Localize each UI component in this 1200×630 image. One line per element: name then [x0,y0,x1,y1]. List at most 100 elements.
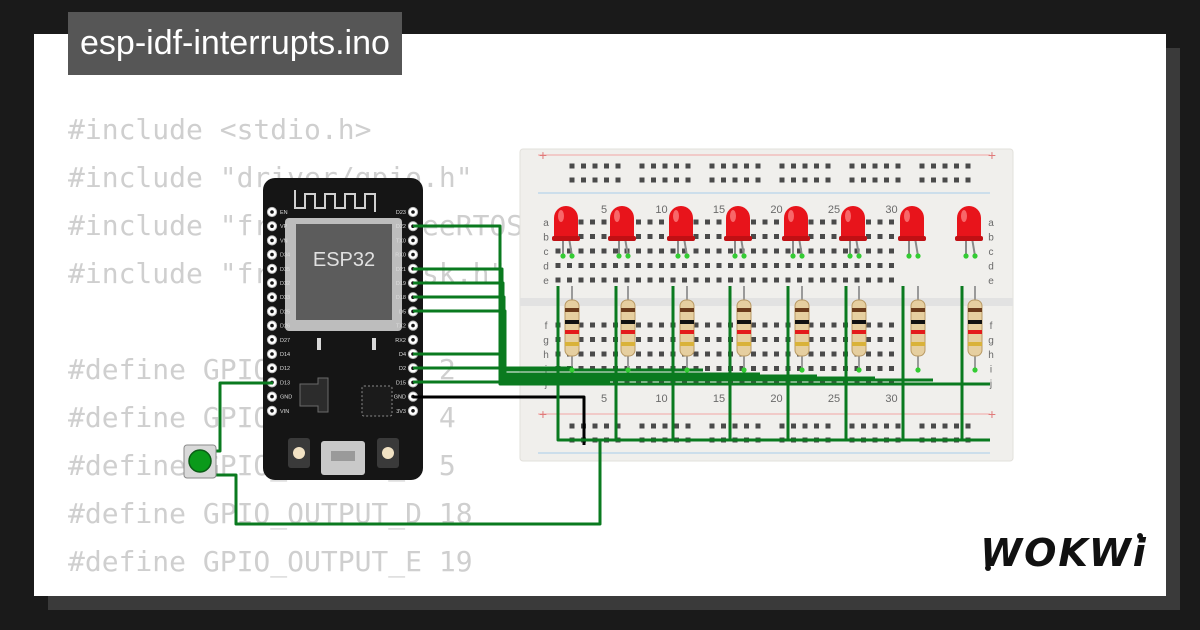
hole[interactable] [866,248,871,254]
rail-hole[interactable] [942,177,948,183]
hole[interactable] [659,351,664,357]
hole[interactable] [670,277,676,283]
hole[interactable] [590,248,595,254]
hole[interactable] [567,248,572,254]
hole[interactable] [601,322,607,328]
hole[interactable] [877,322,883,328]
hole[interactable] [716,219,722,225]
led[interactable] [726,206,750,240]
rail-hole[interactable] [931,163,936,169]
rail-hole[interactable] [685,177,691,183]
rail-hole[interactable] [592,177,598,183]
hole[interactable] [716,263,722,268]
hole[interactable] [578,263,584,268]
hole[interactable] [831,322,837,328]
hole[interactable] [762,234,768,239]
hole[interactable] [636,263,641,268]
hole[interactable] [889,219,894,225]
hole[interactable] [716,322,722,328]
hole[interactable] [578,351,584,357]
hole[interactable] [716,277,722,283]
rail-hole[interactable] [825,177,831,183]
hole[interactable] [601,219,607,225]
rail-hole[interactable] [791,163,796,169]
hole[interactable] [831,234,837,239]
hole[interactable] [716,351,722,357]
rail-hole[interactable] [662,423,668,429]
hole[interactable] [647,337,653,342]
button-cap[interactable] [188,449,212,473]
hole[interactable] [705,337,710,342]
hole[interactable] [774,366,779,371]
rail-hole[interactable] [651,177,656,183]
hole[interactable] [693,263,699,268]
rail-hole[interactable] [965,163,971,169]
resistors[interactable] [564,286,983,370]
rail-hole[interactable] [884,163,889,169]
rail-hole[interactable] [861,177,866,183]
rail-hole[interactable] [954,163,959,169]
hole[interactable] [877,219,883,225]
rail-hole[interactable] [779,423,785,429]
rail-hole[interactable] [919,423,925,429]
hole[interactable] [889,263,894,268]
hole[interactable] [877,277,883,283]
hole[interactable] [590,351,595,357]
hole[interactable] [797,248,802,254]
rail-hole[interactable] [721,177,726,183]
hole[interactable] [808,322,814,328]
hole[interactable] [889,277,894,283]
led[interactable] [841,206,865,240]
hole[interactable] [877,248,883,254]
esp32-board[interactable]: ESP32 ENVPVND34D35D32D33D25D26D27D14D12D… [263,178,423,480]
rail-hole[interactable] [895,423,901,429]
hole[interactable] [877,234,883,239]
hole[interactable] [843,277,848,283]
hole[interactable] [659,322,664,328]
hole[interactable] [636,234,641,239]
hole[interactable] [774,351,779,357]
hole[interactable] [601,248,607,254]
rail-hole[interactable] [639,177,645,183]
hole[interactable] [751,322,756,328]
hole[interactable] [590,234,595,239]
rail-hole[interactable] [721,163,726,169]
rail-hole[interactable] [942,423,948,429]
rail-hole[interactable] [825,423,831,429]
rail-hole[interactable] [744,177,749,183]
rail-hole[interactable] [895,177,901,183]
hole[interactable] [555,248,561,254]
hole[interactable] [693,248,699,254]
hole[interactable] [808,248,814,254]
rail-hole[interactable] [919,163,925,169]
hole[interactable] [831,351,837,357]
hole[interactable] [785,277,791,283]
hole[interactable] [751,337,756,342]
rail-hole[interactable] [639,163,645,169]
hole[interactable] [751,263,756,268]
hole[interactable] [866,219,871,225]
hole[interactable] [705,366,710,371]
rail-hole[interactable] [615,177,621,183]
hole[interactable] [866,234,871,239]
hole[interactable] [682,248,687,254]
hole[interactable] [636,351,641,357]
hole[interactable] [636,248,641,254]
hole[interactable] [578,277,584,283]
hole[interactable] [889,322,894,328]
hole[interactable] [751,219,756,225]
hole[interactable] [854,248,860,254]
rail-hole[interactable] [581,177,586,183]
hole[interactable] [590,337,595,342]
hole[interactable] [751,351,756,357]
rail-hole[interactable] [732,423,738,429]
hole[interactable] [762,337,768,342]
wire[interactable] [413,224,990,386]
rail-hole[interactable] [802,177,808,183]
hole[interactable] [889,248,894,254]
hole[interactable] [808,277,814,283]
hole[interactable] [774,234,779,239]
hole[interactable] [601,337,607,342]
hole[interactable] [774,263,779,268]
hole[interactable] [728,263,733,268]
